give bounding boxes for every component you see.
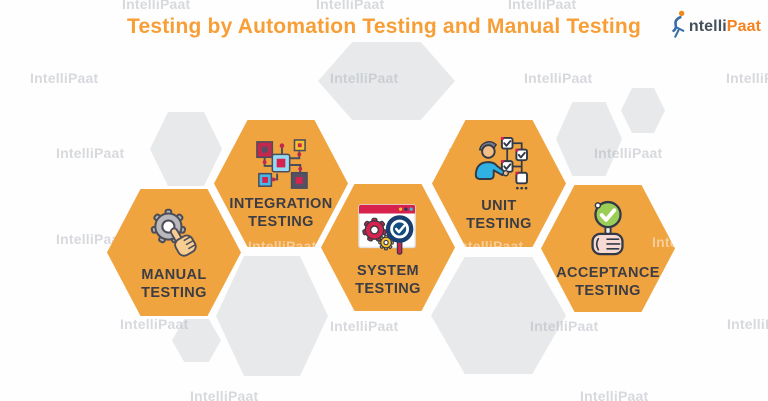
hexagon-label-line1: SYSTEM xyxy=(356,263,419,280)
hexagon-label-line2: TESTING xyxy=(466,216,532,232)
intellipaat-figure-icon xyxy=(671,9,688,44)
background-hexagon xyxy=(431,257,566,374)
watermark: IntelliPaat xyxy=(330,318,399,334)
hexagon-label-line2: TESTING xyxy=(141,285,207,301)
hexagon-label: INTEGRATION TESTING xyxy=(229,196,332,231)
hexagon-label-line2: TESTING xyxy=(248,214,314,230)
watermark: IntelliPaat xyxy=(122,0,191,12)
hexagon-label-line2: TESTING xyxy=(575,283,641,299)
hexagon-label-line2: TESTING xyxy=(355,281,421,297)
hexagon-manual-testing: MANUAL TESTING xyxy=(107,189,241,316)
hexagon-label-line1: MANUAL xyxy=(141,267,207,284)
person-checklist-icon xyxy=(468,137,530,193)
watermark: IntelliPaat xyxy=(190,388,259,401)
hexagon-acceptance-testing: ACCEPTANCE TESTING xyxy=(541,185,675,312)
watermark: IntelliPaat xyxy=(508,0,577,12)
gear-hand-icon xyxy=(144,206,204,262)
background-hexagon xyxy=(150,112,222,186)
hexagon-label-line1: UNIT xyxy=(481,198,517,215)
hexagon-unit-testing: UNIT TESTING xyxy=(432,120,566,247)
background-hexagon xyxy=(172,319,221,362)
watermark: IntelliPaat xyxy=(30,70,99,86)
background-hexagon xyxy=(621,88,665,133)
network-nodes-icon xyxy=(253,139,309,191)
logo-text-accent: Paat xyxy=(726,17,761,35)
browser-gears-magnifier-icon xyxy=(356,200,420,258)
hexagon-label-line1: ACCEPTANCE xyxy=(556,265,660,282)
hexagon-label: ACCEPTANCE TESTING xyxy=(556,265,660,300)
page-title: Testing by Automation Testing and Manual… xyxy=(127,15,641,38)
hand-check-sign-icon xyxy=(581,200,635,260)
hexagon-label: SYSTEM TESTING xyxy=(355,263,421,298)
watermark: IntelliPaat xyxy=(727,316,768,332)
logo-text-dark: ntelli xyxy=(688,17,727,35)
hexagon-label: UNIT TESTING xyxy=(466,198,532,233)
background-hexagon xyxy=(318,42,455,120)
watermark: IntelliPaat xyxy=(726,70,768,86)
background-hexagon xyxy=(216,256,328,376)
hexagon-system-testing: SYSTEM TESTING xyxy=(321,184,455,311)
hexagon-label: MANUAL TESTING xyxy=(141,267,207,302)
watermark: IntelliPaat xyxy=(524,70,593,86)
watermark: IntelliPaat xyxy=(56,145,125,161)
background-hexagon xyxy=(556,102,622,176)
intellipaat-logo: ntelliPaat xyxy=(671,9,761,44)
logo-text: ntelliPaat xyxy=(689,18,761,36)
hexagon-integration-testing: INTEGRATION TESTING xyxy=(214,120,348,247)
watermark: IntelliPaat xyxy=(316,0,385,12)
watermark: IntelliPaat xyxy=(580,388,649,401)
hexagon-label-line1: INTEGRATION xyxy=(229,196,333,213)
watermark: IntelliPaat xyxy=(120,316,189,332)
